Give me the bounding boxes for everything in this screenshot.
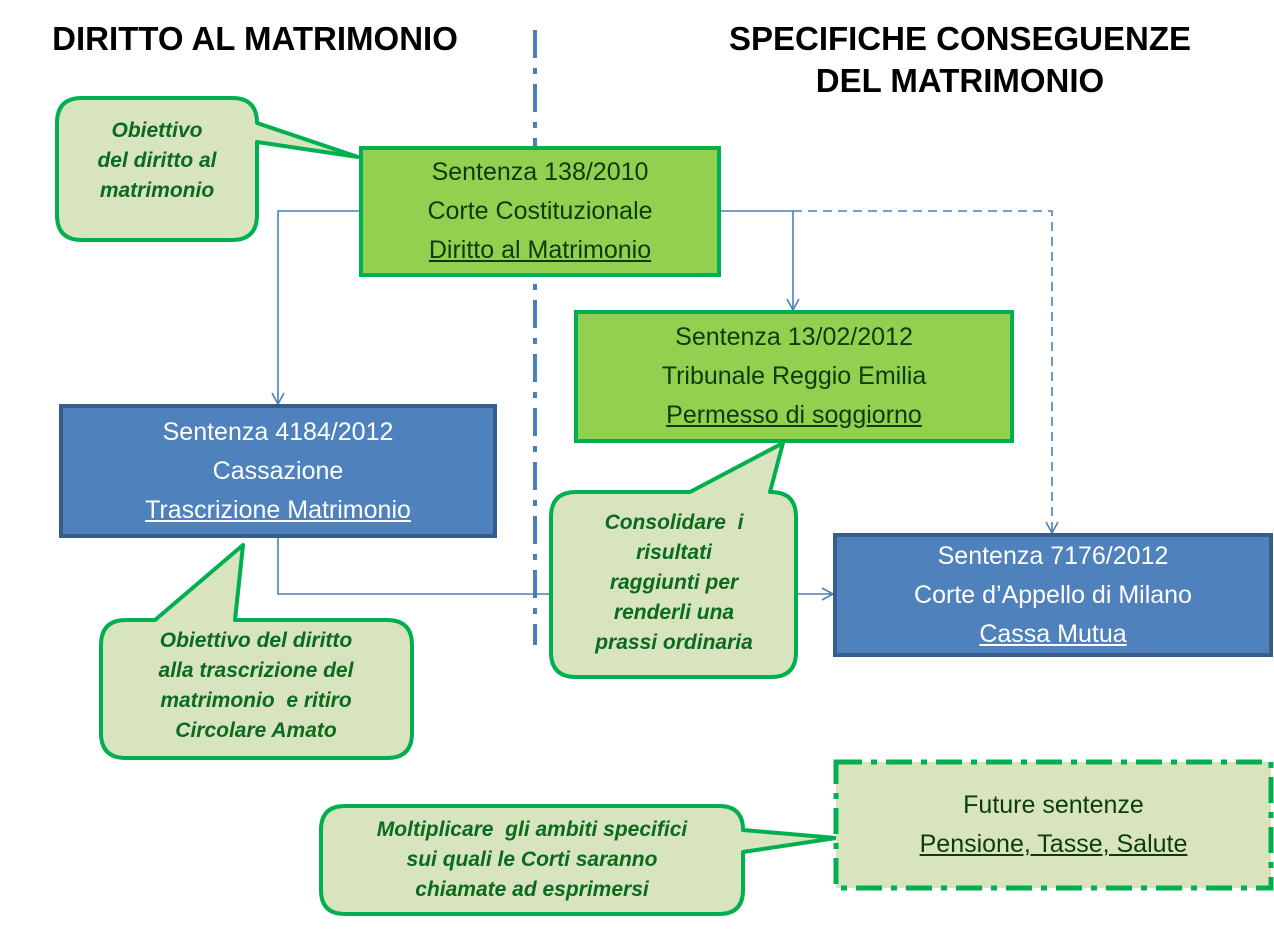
box-7176-topic-link[interactable]: Cassa Mutua (979, 619, 1127, 648)
box-sentenza-13-02-2012[interactable]: Sentenza 13/02/2012 Tribunale Reggio Emi… (574, 310, 1014, 443)
box-4184-topic-link[interactable]: Trascrizione Matrimonio (145, 495, 411, 524)
header-specifiche-conseguenze: SPECIFICHE CONSEGUENZE DEL MATRIMONIO (700, 18, 1220, 102)
future-box-frame (833, 759, 1274, 891)
callout-moltiplicare-text: Moltiplicare gli ambiti specifici sui qu… (376, 818, 688, 901)
box-138-topic-link[interactable]: Diritto al Matrimonio (428, 236, 652, 264)
header-diritto-al-matrimonio: DIRITTO AL MATRIMONIO (52, 20, 458, 57)
header-right-line2: DEL MATRIMONIO (815, 62, 1105, 99)
box-future-sentenze[interactable]: Future sentenze Pensione, Tasse, Salute (840, 766, 1267, 884)
box-7176-court: Corte d’Appello di Milano (914, 580, 1192, 609)
box-138-court: Corte Costituzionale (427, 197, 653, 225)
callout-trascrizione-text: Obiettivo del diritto alla trascrizione … (158, 629, 354, 742)
box-sentenza-7176-2012[interactable]: Sentenza 7176/2012 Corte d’Appello di Mi… (833, 533, 1273, 657)
callout-obiettivo-text: Obiettivo del diritto al matrimonio (97, 119, 217, 202)
box-future-title: Future sentenze (963, 791, 1144, 819)
callout-obiettivo-shape (55, 96, 360, 242)
header-right-line1: SPECIFICHE CONSEGUENZE (728, 20, 1192, 57)
box-sentenza-4184-2012[interactable]: Sentenza 4184/2012 Cassazione Trascrizio… (59, 404, 497, 538)
callout-moltiplicare-shape (319, 804, 838, 916)
box-7176-number: Sentenza 7176/2012 (937, 541, 1169, 570)
connector-138-to-7176-dashed (793, 210, 1059, 535)
box-1302-topic-link[interactable]: Permesso di soggiorno (666, 401, 922, 429)
box-138-number: Sentenza 138/2010 (431, 158, 649, 186)
box-4184-court: Cassazione (212, 456, 344, 485)
callout-consolidare-text: Consolidare i risultati raggiunti per re… (595, 511, 753, 654)
box-sentenza-138-2010[interactable]: Sentenza 138/2010 Corte Costituzionale D… (359, 146, 721, 277)
connector-138-to-1302 (720, 210, 800, 312)
box-future-topics-link[interactable]: Pensione, Tasse, Salute (919, 830, 1188, 858)
box-4184-number: Sentenza 4184/2012 (162, 417, 394, 446)
callout-trascrizione-shape (99, 543, 414, 760)
box-1302-court: Tribunale Reggio Emilia (661, 362, 927, 390)
box-1302-number: Sentenza 13/02/2012 (675, 323, 913, 351)
callout-consolidare-shape (549, 441, 798, 679)
connector-138-to-4184 (271, 210, 360, 406)
